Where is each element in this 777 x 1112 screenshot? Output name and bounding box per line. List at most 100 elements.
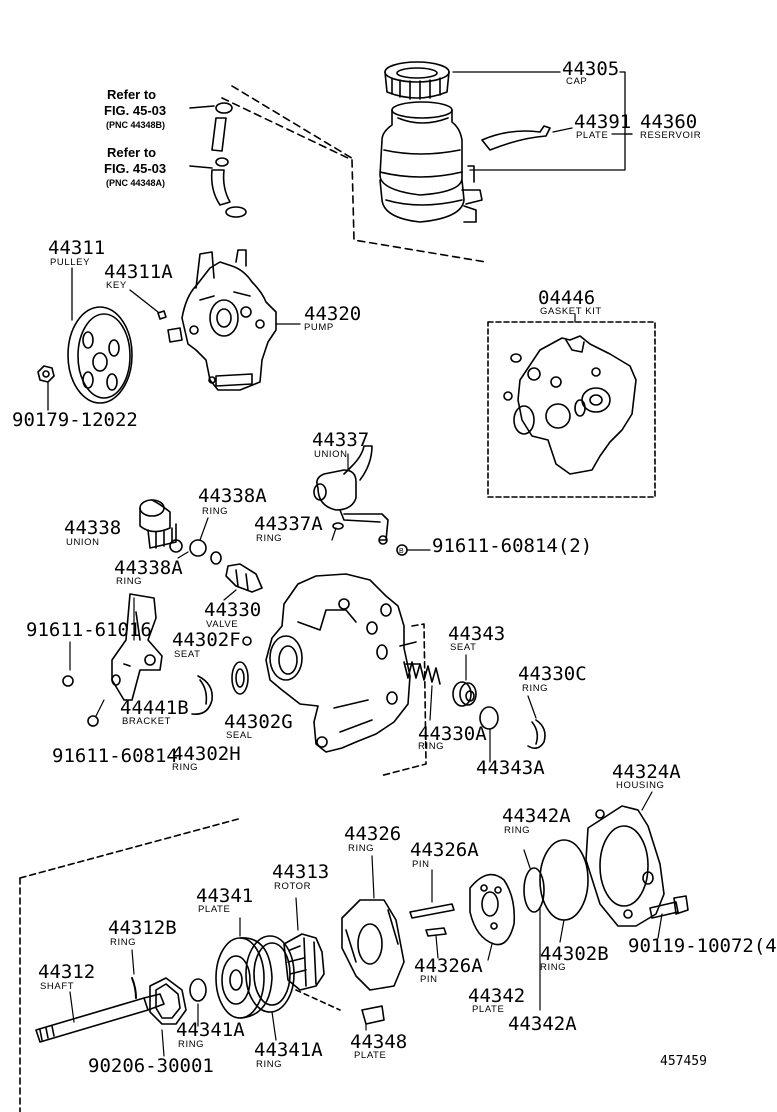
part-name-44441B: BRACKET [122,716,172,727]
part-number-44330: 44330 [204,599,262,621]
reservoir-leaders [452,71,633,171]
reference-2-line1: Refer to [107,145,157,160]
bracket-44441B [111,593,163,701]
part-number-44337A: 44337A [254,513,323,535]
ring-44343A [479,706,499,730]
part-number-44341A-small: 44341A [176,1019,245,1041]
part-name-44341: PLATE [198,904,231,915]
pulley [67,306,133,404]
part-number-91611-61016: 91611-61016 [26,619,152,641]
part-name-44326A-lower: PIN [420,974,438,985]
part-name-44302F: SEAT [174,649,201,660]
ring-44326 [341,899,405,991]
part-name-44326: RING [348,843,375,854]
part-number-44391: 44391 [574,111,632,133]
part-name-44342A-upper: RING [504,825,531,836]
ring-44342A [523,867,545,913]
part-name-44341A-small: RING [178,1039,205,1050]
plate-44342 [469,873,516,946]
part-number-44324A: 44324A [612,761,681,783]
part-name-44341A-large: RING [256,1059,283,1070]
part-name-44326A-upper: PIN [412,859,430,870]
reservoir-plate [481,125,551,151]
part-name-04446: GASKET KIT [540,306,602,317]
rotor-44313 [283,933,325,991]
part-number-44330C: 44330C [518,663,587,685]
part-number-44305: 44305 [562,58,620,80]
part-name-44330: VALVE [206,619,239,630]
part-number-90119-10072: 90119-10072(4 [628,935,777,957]
part-number-44302H: 44302H [172,743,241,765]
housing-44324A [585,805,665,927]
shaft-44312 [35,993,165,1043]
part-number-44302F: 44302F [172,629,241,651]
part-name-44348: PLATE [354,1050,387,1061]
bolt-b-2 [87,715,99,727]
part-name-44343: SEAT [450,642,477,653]
gasket-kit-box [487,313,656,498]
part-name-44337A: RING [256,533,283,544]
union-44338 [139,499,263,593]
pump-body [167,249,277,391]
seat-44343 [452,681,477,707]
part-number-44360: 44360 [640,111,698,133]
pump-assembly [37,249,277,404]
part-name-44391: PLATE [576,130,609,141]
reservoir-cap [384,61,450,100]
part-number-90179-12022: 90179-12022 [12,409,138,431]
part-name-44305: CAP [566,76,588,87]
bolt-b-1 [62,675,74,687]
part-name-44338A-lower: RING [116,576,143,587]
part-number-44338: 44338 [64,517,122,539]
part-name-44342: PLATE [472,1004,505,1015]
part-number-44342A-upper: 44342A [502,805,571,827]
part-name-44311: PULLEY [50,257,91,268]
ring-44330C [527,719,546,750]
part-number-44326A-upper: 44326A [410,839,479,861]
bolt-90119 [649,895,689,919]
plate-44348 [361,1005,385,1025]
reservoir-assembly [221,61,551,263]
part-number-44338A-upper: 44338A [198,485,267,507]
seal-44302G [231,661,249,695]
part-number-44342: 44342 [468,985,526,1007]
part-number-44348: 44348 [350,1031,408,1053]
part-name-44337: UNION [314,449,348,460]
ring-44341A-small [189,978,207,1002]
part-number-44342A-lower: 44342A [508,1013,577,1035]
part-number-44312B: 44312B [108,917,177,939]
part-name-44312: SHAFT [40,981,75,992]
part-number-44302B: 44302B [540,943,609,965]
part-number-44312: 44312 [38,961,96,983]
part-name-44320: PUMP [304,322,334,333]
svg-text:B: B [399,548,404,555]
figure-number: 457459 [660,1054,707,1069]
part-number-44320: 44320 [304,303,362,325]
pulley-nut [37,365,55,383]
part-name-44313: ROTOR [274,881,312,892]
part-number-44330A: 44330A [418,723,487,745]
reference-hoses [189,102,247,218]
part-number-91611-60814: 91611-60814 [52,745,178,767]
part-name-44311A: KEY [106,280,127,291]
pins-44326A [409,903,455,937]
part-name-44302H: RING [172,762,199,773]
part-number-44302G: 44302G [224,711,293,733]
lower-leaders [69,791,663,1057]
part-number-44313: 44313 [272,861,330,883]
part-name-44302G: SEAL [226,730,253,741]
part-name-44338A-upper: RING [202,506,229,517]
ring-44302B [539,839,589,921]
part-number-90206-30001: 90206-30001 [88,1055,214,1077]
part-name-44338: UNION [66,537,100,548]
ring-44302H [191,675,214,716]
exploded-parts-diagram: B [19,61,689,1112]
part-number-91611-60814-2: 91611-60814(2) [432,535,593,557]
pulley-key [157,310,167,320]
part-number-44311A: 44311A [104,261,173,283]
part-name-44360: RESERVOIR [640,130,702,141]
part-number-44326A-lower: 44326A [414,955,483,977]
part-number-44343A: 44343A [476,757,545,779]
reference-1-fig: FIG. 45-03 [104,103,167,118]
ring-44312B [131,977,137,999]
